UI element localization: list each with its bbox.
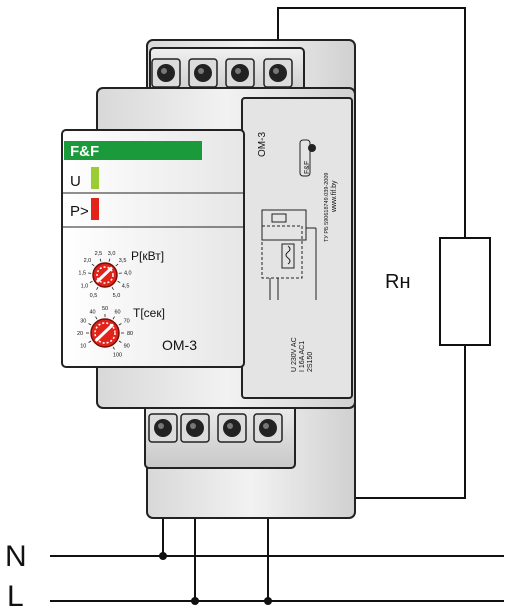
- knob-time-scale-label: 50: [102, 306, 108, 312]
- indicator-u: U: [70, 167, 99, 190]
- knob-power-title: P[кВт]: [131, 249, 164, 263]
- side-web: www.fif.by: [331, 180, 338, 213]
- knob-time-scale-label: 90: [124, 344, 130, 350]
- terminal-bottom-3: [217, 413, 247, 443]
- indicator-p: P>: [70, 198, 99, 220]
- knob-time-scale-label: 40: [89, 309, 95, 315]
- side-model: OM-3: [257, 132, 268, 157]
- side-logo-text: F&F: [304, 161, 311, 174]
- terminal-bottom-2: [180, 413, 210, 443]
- indicator-p-label: P>: [70, 203, 89, 220]
- side-spec-1: U 230V AC: [291, 337, 298, 372]
- knob-power-scale-label: 3,5: [119, 258, 127, 264]
- side-spec-3: 2S150: [307, 352, 314, 372]
- side-markings: OM-3 F&F ТУ РБ 590618749.039-2009 www.fi…: [257, 132, 338, 372]
- side-spec-2: I 16A AC1: [299, 341, 306, 372]
- side-tu: ТУ РБ 590618749.039-2009: [324, 173, 330, 243]
- terminal-top-4: [263, 58, 293, 88]
- knob-power-pointer: [96, 266, 113, 283]
- junction-l-1: [191, 597, 199, 605]
- terminal-bottom-4: [253, 413, 283, 443]
- resistor-body: [439, 237, 491, 346]
- knob-power-scale-label: 2,5: [95, 251, 103, 257]
- junction-l-2: [264, 597, 272, 605]
- junction-n: [159, 552, 167, 560]
- knob-time-scale-label: 100: [113, 353, 122, 359]
- terminals-bottom: [148, 413, 283, 443]
- knob-power-scale-label: 1,0: [81, 283, 89, 289]
- internal-schematic: [261, 209, 317, 300]
- wire-top-to-load: [277, 7, 466, 238]
- terminal-top-3: [225, 58, 255, 88]
- model-label: OM-3: [162, 337, 197, 353]
- knob-power-scale-label: 0,5: [90, 293, 98, 299]
- terminal-bottom-1: [148, 413, 178, 443]
- load-label: Rн: [385, 271, 411, 293]
- side-logo-icon: F&F: [299, 139, 316, 177]
- knob-time-scale-label: 70: [124, 319, 130, 325]
- knob-time-pointer: [95, 323, 114, 342]
- load-resistor: Rн: [385, 237, 491, 346]
- knob-time-scale-label: 10: [80, 344, 86, 350]
- brand-strip: F&F: [64, 141, 202, 160]
- knob-time-title: T[сек]: [133, 306, 165, 320]
- knob-power-scale-label: 4,5: [122, 283, 130, 289]
- neutral-label: N: [5, 540, 27, 573]
- knob-power-scale-label: 4,0: [124, 270, 132, 276]
- knob-power-scale-label: 5,0: [113, 293, 121, 299]
- knob-power-scale-label: 3,0: [108, 251, 116, 257]
- knob-power-scale-label: 2,0: [84, 258, 92, 264]
- led-p: [91, 198, 99, 220]
- logo-text: F&F: [70, 143, 99, 160]
- knob-power-scale-label: 1,5: [78, 270, 86, 276]
- logo-bar: [64, 141, 202, 160]
- terminal-top-1: [151, 58, 181, 88]
- supply-lines: N L: [5, 540, 504, 606]
- knob-time-scale-label: 20: [77, 331, 83, 337]
- terminals-top: [151, 58, 293, 88]
- led-u: [91, 167, 99, 189]
- knob-time-scale-label: 80: [127, 331, 133, 337]
- front-panel: [61, 129, 245, 368]
- knob-time-scale-label: 30: [80, 319, 86, 325]
- knob-power[interactable]: 0,51,0 1,5 2,02,5 3,03,5 4,0 4,55,0: [78, 251, 131, 299]
- knob-time-scale-label: 60: [114, 309, 120, 315]
- terminal-top-2: [188, 58, 218, 88]
- phase-label: L: [7, 580, 24, 606]
- indicator-u-label: U: [70, 173, 81, 190]
